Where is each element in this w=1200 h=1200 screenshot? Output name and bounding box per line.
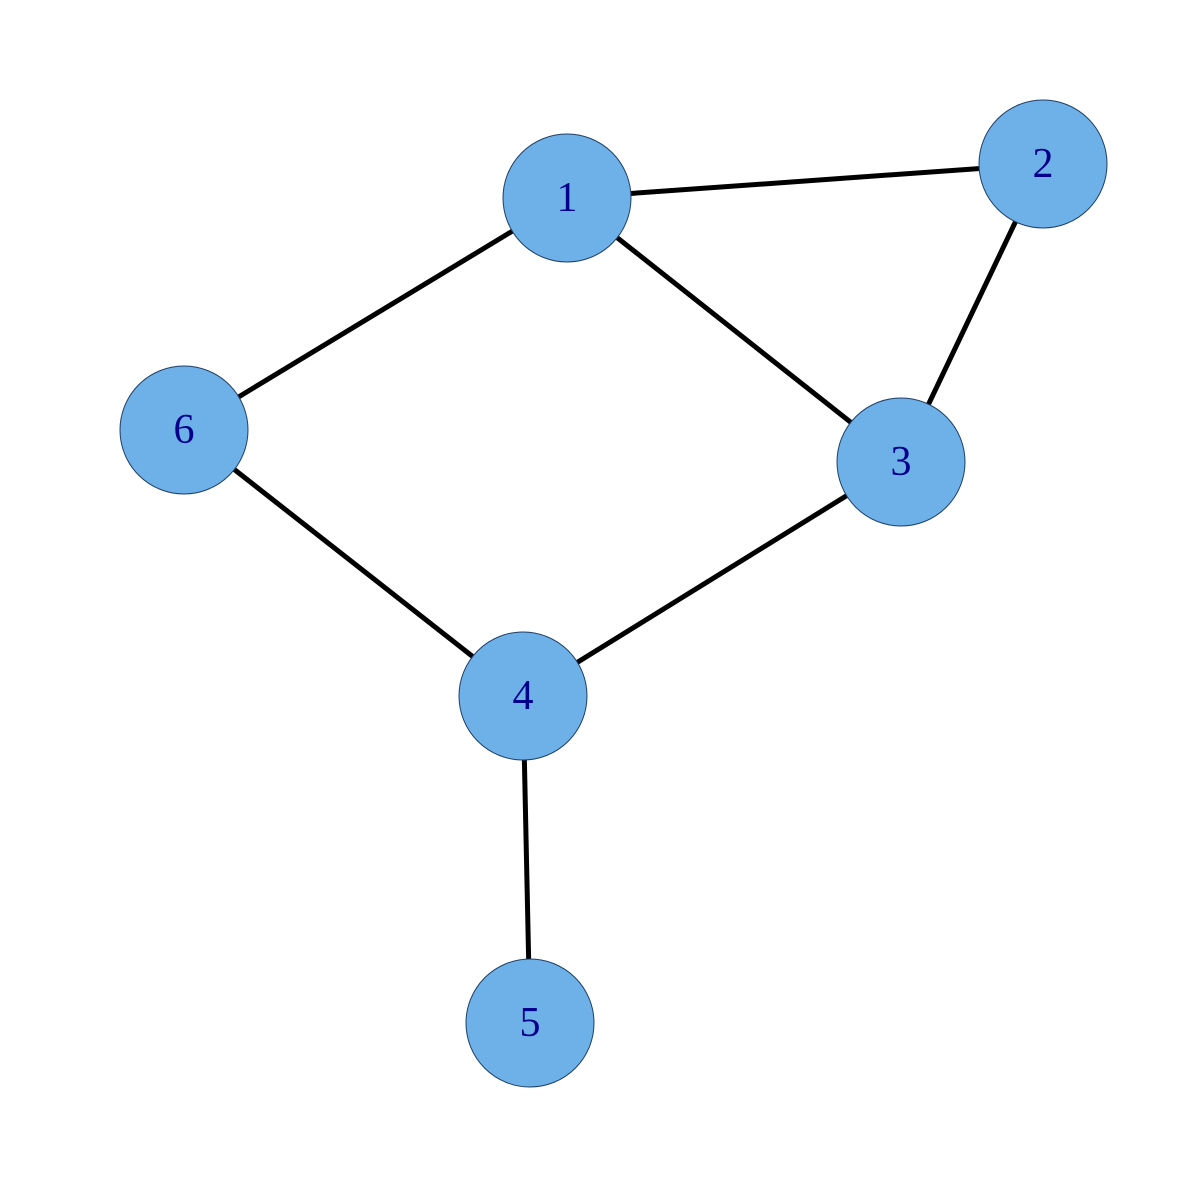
edge-n3-n4	[521, 459, 903, 699]
edge-n1-n3	[565, 196, 903, 464]
node-circle	[836, 397, 966, 527]
node-circle	[502, 133, 632, 263]
edge-n1-n2	[566, 161, 1044, 201]
nodes-layer: 1 2 3 4 5 6	[119, 99, 1108, 1088]
node-3: 3	[836, 397, 966, 527]
node-label: 6	[174, 407, 195, 453]
node-6: 6	[119, 365, 249, 495]
node-2: 2	[978, 99, 1108, 229]
edge-n6-n4	[182, 428, 525, 698]
node-1: 1	[502, 133, 632, 263]
node-label: 4	[513, 673, 534, 719]
node-label: 5	[520, 1000, 541, 1046]
node-4: 4	[458, 631, 588, 761]
node-label: 3	[891, 439, 912, 485]
edge-n1-n6	[182, 195, 569, 433]
node-circle	[119, 365, 249, 495]
node-label: 1	[557, 175, 578, 221]
node-circle	[978, 99, 1108, 229]
node-label: 2	[1033, 141, 1054, 187]
node-circle	[465, 958, 595, 1088]
node-5: 5	[465, 958, 595, 1088]
node-circle	[458, 631, 588, 761]
